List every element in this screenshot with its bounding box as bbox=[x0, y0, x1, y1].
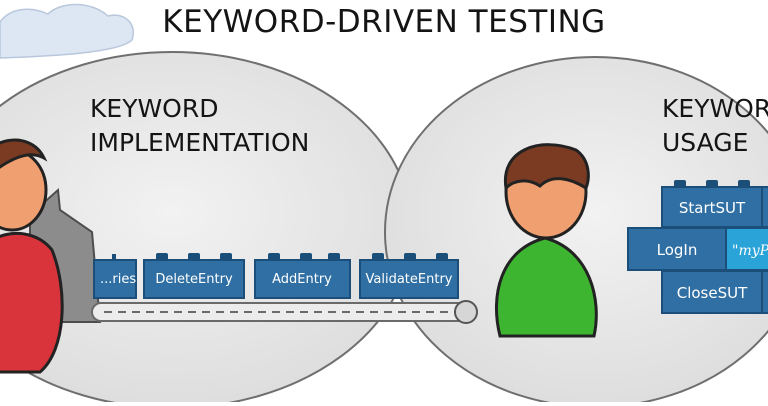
brick-label: LogIn bbox=[657, 241, 698, 259]
conveyor-brick-1: ...ries bbox=[93, 254, 137, 299]
stack-brick-top: StartSUT bbox=[661, 180, 768, 228]
conveyor-brick-4: ValidateEntry bbox=[359, 253, 459, 299]
conveyor-belt bbox=[91, 300, 478, 324]
page-title: KEYWORD-DRIVEN TESTING bbox=[162, 4, 606, 40]
right-oval bbox=[384, 56, 768, 406]
right-oval-label: KEYWORD USAGE bbox=[662, 92, 768, 160]
left-person bbox=[0, 138, 64, 374]
brick-label: ValidateEntry bbox=[366, 272, 453, 287]
right-person bbox=[494, 143, 598, 338]
stack-brick-bottom: CloseSUT bbox=[661, 270, 768, 314]
cloud-shape bbox=[0, 3, 135, 59]
conveyor-brick-2: DeleteEntry bbox=[143, 253, 245, 299]
brick-label: AddEntry bbox=[272, 272, 332, 287]
left-oval-line1: KEYWORD bbox=[90, 94, 219, 123]
stack-brick-middle: LogIn "myPa bbox=[627, 227, 768, 271]
conveyor-brick-3: AddEntry bbox=[254, 253, 351, 299]
brick-label: CloseSUT bbox=[677, 284, 748, 302]
right-oval-line2: USAGE bbox=[662, 128, 749, 157]
right-oval-line1: KEYWORD bbox=[662, 94, 768, 123]
brick-label: StartSUT bbox=[679, 199, 746, 217]
left-oval-label: KEYWORD IMPLEMENTATION bbox=[90, 92, 309, 160]
brick-label: ...ries bbox=[100, 272, 136, 287]
brick-label: DeleteEntry bbox=[155, 272, 233, 287]
param-label: "myPa bbox=[732, 243, 768, 259]
left-oval-line2: IMPLEMENTATION bbox=[90, 128, 310, 157]
